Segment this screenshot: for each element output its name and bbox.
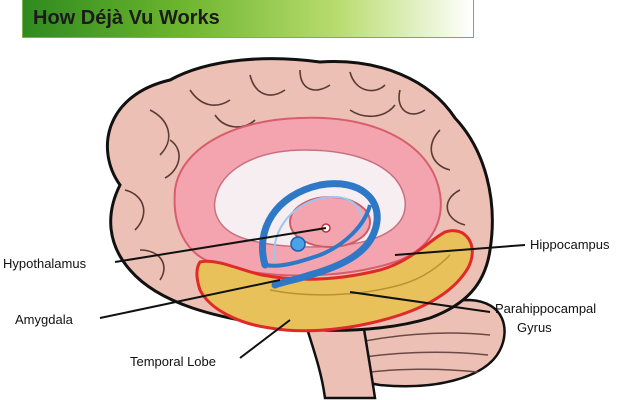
title-banner: How Déjà Vu Works <box>22 0 474 38</box>
label-temporal-lobe: Temporal Lobe <box>130 354 216 369</box>
label-hypothalamus: Hypothalamus <box>3 256 87 271</box>
leader-lines <box>99 227 526 359</box>
label-amygdala: Amygdala <box>15 312 74 327</box>
label-hippocampus: Hippocampus <box>530 237 610 252</box>
brain-sulci <box>124 69 466 281</box>
label-parahippocampal-line2: Gyrus <box>517 320 552 335</box>
hippocampus-structure <box>258 180 381 289</box>
page-title: How Déjà Vu Works <box>33 7 220 29</box>
fornix <box>264 204 372 268</box>
hippocampus-inner <box>273 195 363 263</box>
label-parahippocampal-line1: Parahippocampal <box>495 301 596 316</box>
parahippocampal-region <box>269 254 451 296</box>
amygdala <box>290 236 306 252</box>
